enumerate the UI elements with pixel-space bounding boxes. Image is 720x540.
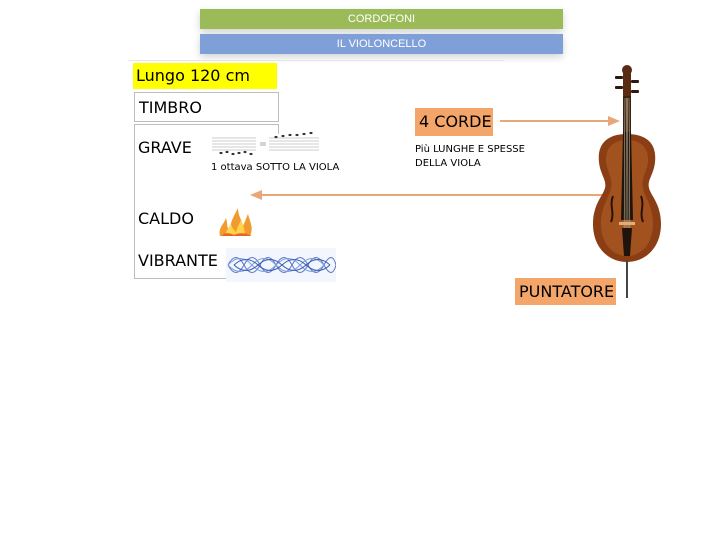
strings-label: 4 CORDE <box>415 108 493 136</box>
header-subtitle: IL VIOLONCELLO <box>200 34 563 54</box>
strings-note-line2: DELLA VIOLA <box>415 158 481 169</box>
grave-label: GRAVE <box>138 138 192 157</box>
divider <box>128 60 504 61</box>
timbro-box: TIMBRO <box>134 92 279 122</box>
sheet-music-icon <box>212 131 319 156</box>
flame-icon <box>219 208 252 236</box>
strings-arrow-head <box>608 116 620 126</box>
cello-image <box>593 65 661 298</box>
grave-arrow-head <box>250 190 262 200</box>
header-title: CORDOFONI <box>200 9 563 29</box>
length-label: Lungo 120 cm <box>133 63 277 89</box>
timbro-label: TIMBRO <box>139 98 202 117</box>
vibrante-label: VIBRANTE <box>138 251 218 270</box>
strings-note-line1: Più LUNGHE E SPESSE <box>415 144 525 155</box>
caldo-label: CALDO <box>138 209 194 228</box>
grave-note: 1 ottava SOTTO LA VIOLA <box>211 162 340 173</box>
endpin-label: PUNTATORE <box>515 278 616 305</box>
arrows <box>250 116 620 200</box>
sound-wave-icon <box>226 248 336 282</box>
